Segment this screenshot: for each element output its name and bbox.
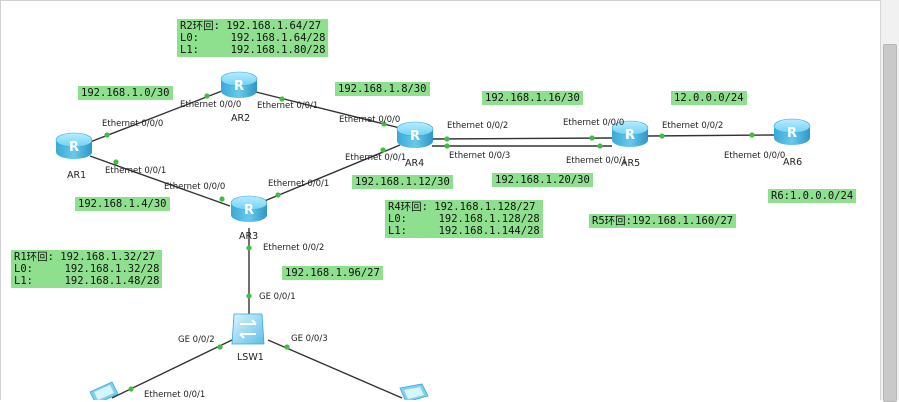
net-label-ar3-lsw1[interactable]: 192.168.1.96/27 xyxy=(282,266,383,280)
router-ar4-icon: R xyxy=(396,121,434,148)
router-ar3-icon: R xyxy=(230,195,268,222)
net-label-ar5-ar6[interactable]: 12.0.0.0/24 xyxy=(671,91,747,105)
port-label: Ethernet 0/0/2 xyxy=(263,243,325,253)
r1-loopback-label[interactable]: R1环回: 192.168.1.32/27 L0: 192.168.1.32/2… xyxy=(11,250,163,288)
device-name-ar1[interactable]: AR1 xyxy=(67,170,87,181)
port-label: Ethernet 0/0/0 xyxy=(102,119,164,129)
port-dot xyxy=(104,132,110,138)
port-dot xyxy=(204,93,210,99)
vertical-scrollbar-thumb[interactable] xyxy=(883,44,897,402)
topology-diagram: R R R R R R xyxy=(55,71,811,400)
port-dot xyxy=(128,386,134,392)
link-ar4-ar5-a xyxy=(431,137,613,140)
port-dot xyxy=(749,132,755,138)
port-label: GE 0/0/2 xyxy=(178,335,215,345)
port-label: GE 0/0/1 xyxy=(259,292,296,302)
svg-text:R: R xyxy=(234,79,244,94)
port-label: Ethernet 0/0/0 xyxy=(563,118,625,128)
port-label: Ethernet 0/0/1 xyxy=(105,166,167,176)
port-dot xyxy=(444,143,450,149)
port-label: Ethernet 0/0/2 xyxy=(447,121,509,131)
svg-text:R: R xyxy=(244,203,254,218)
device-name-ar4[interactable]: AR4 xyxy=(405,158,425,169)
svg-text:R: R xyxy=(787,126,797,141)
port-dot xyxy=(219,196,225,202)
svg-text:R: R xyxy=(410,129,420,144)
r4-loopback-label[interactable]: R4环回: 192.168.1.128/27 L0: 192.168.1.128… xyxy=(385,200,543,238)
port-label: GE 0/0/3 xyxy=(291,334,328,344)
net-label-ar2-ar4[interactable]: 192.168.1.8/30 xyxy=(335,82,430,96)
link-ar3-ar4 xyxy=(261,144,401,203)
router-ar6-icon: R xyxy=(773,118,811,145)
svg-text:R: R xyxy=(625,128,635,143)
switch-lsw1-icon xyxy=(231,313,265,345)
port-label: Ethernet 0/0/1 xyxy=(345,153,407,163)
r2-loopback-label[interactable]: R2环回: 192.168.1.64/27 L0: 192.168.1.64/2… xyxy=(177,19,329,57)
link-lsw1-pc2 xyxy=(267,339,403,399)
port-label: Ethernet 0/0/0 xyxy=(180,100,242,110)
device-name-lsw1[interactable]: LSW1 xyxy=(237,352,264,363)
device-name-ar5[interactable]: AR5 xyxy=(621,158,641,169)
port-dot xyxy=(659,133,665,139)
port-label: Ethernet 0/0/3 xyxy=(449,151,511,161)
port-dot xyxy=(113,159,119,165)
port-label: Ethernet 0/0/0 xyxy=(339,115,401,125)
port-dot xyxy=(279,96,285,102)
port-label: Ethernet 0/0/2 xyxy=(662,121,724,131)
net-label-ar4-ar5-b[interactable]: 192.168.1.20/30 xyxy=(492,173,593,187)
label-line: L0: 192.168.1.32/28 xyxy=(14,263,160,275)
canvas-left-border xyxy=(0,0,1,400)
port-dot xyxy=(381,121,387,127)
pc-left-icon xyxy=(89,381,119,400)
net-label-ar4-ar5-a[interactable]: 192.168.1.16/30 xyxy=(482,91,583,105)
port-dot xyxy=(275,192,281,198)
link-ar1-ar3 xyxy=(89,155,231,207)
port-dot xyxy=(589,135,595,141)
port-dot xyxy=(217,344,223,350)
label-line: R1环回: 192.168.1.32/27 xyxy=(14,251,156,263)
port-label: Ethernet 0/0/0 xyxy=(164,182,226,192)
port-dot xyxy=(246,293,252,299)
port-label: Ethernet 0/0/1 xyxy=(144,390,206,400)
label-line: R2环回: 192.168.1.64/27 xyxy=(180,20,322,32)
net-label-ar3-ar4[interactable]: 192.168.1.12/30 xyxy=(352,175,453,189)
pc-right-icon xyxy=(399,383,429,400)
router-ar5-icon: R xyxy=(611,120,649,147)
port-label: Ethernet 0/0/0 xyxy=(724,151,786,161)
port-dot xyxy=(284,344,290,350)
net-label-ar1-ar2[interactable]: 192.168.1.0/30 xyxy=(78,86,173,100)
device-name-ar6[interactable]: AR6 xyxy=(783,157,803,168)
r5-loopback-label[interactable]: R5环回:192.168.1.160/27 xyxy=(589,214,737,228)
link-ar1-ar2 xyxy=(89,90,223,143)
label-line: L1: 192.168.1.48/28 xyxy=(14,275,160,287)
link-ar5-ar6 xyxy=(647,134,777,137)
device-name-ar3[interactable]: AR3 xyxy=(239,231,259,242)
label-line: L0: 192.168.1.128/28 xyxy=(388,213,540,225)
label-line: L0: 192.168.1.64/28 xyxy=(180,32,326,44)
port-dot xyxy=(444,136,450,142)
r6-network-label[interactable]: R6:1.0.0.0/24 xyxy=(768,189,857,203)
port-label: Ethernet 0/0/1 xyxy=(566,156,628,166)
router-ar1-icon: R xyxy=(55,132,93,159)
port-dot xyxy=(597,143,603,149)
port-label: Ethernet 0/0/1 xyxy=(268,179,330,189)
port-dot xyxy=(246,245,252,251)
label-line: L1: 192.168.1.80/28 xyxy=(180,44,326,56)
port-label: Ethernet 0/0/1 xyxy=(257,101,319,111)
label-line: L1: 192.168.1.144/28 xyxy=(388,225,540,237)
label-line: R4环回: 192.168.1.128/27 xyxy=(388,201,536,213)
net-label-ar1-ar3[interactable]: 192.168.1.4/30 xyxy=(75,197,170,211)
port-dot xyxy=(380,147,386,153)
device-name-ar2[interactable]: AR2 xyxy=(231,113,251,124)
canvas-top-border xyxy=(0,0,880,1)
router-ar2-icon: R xyxy=(220,71,258,98)
svg-text:R: R xyxy=(69,140,79,155)
